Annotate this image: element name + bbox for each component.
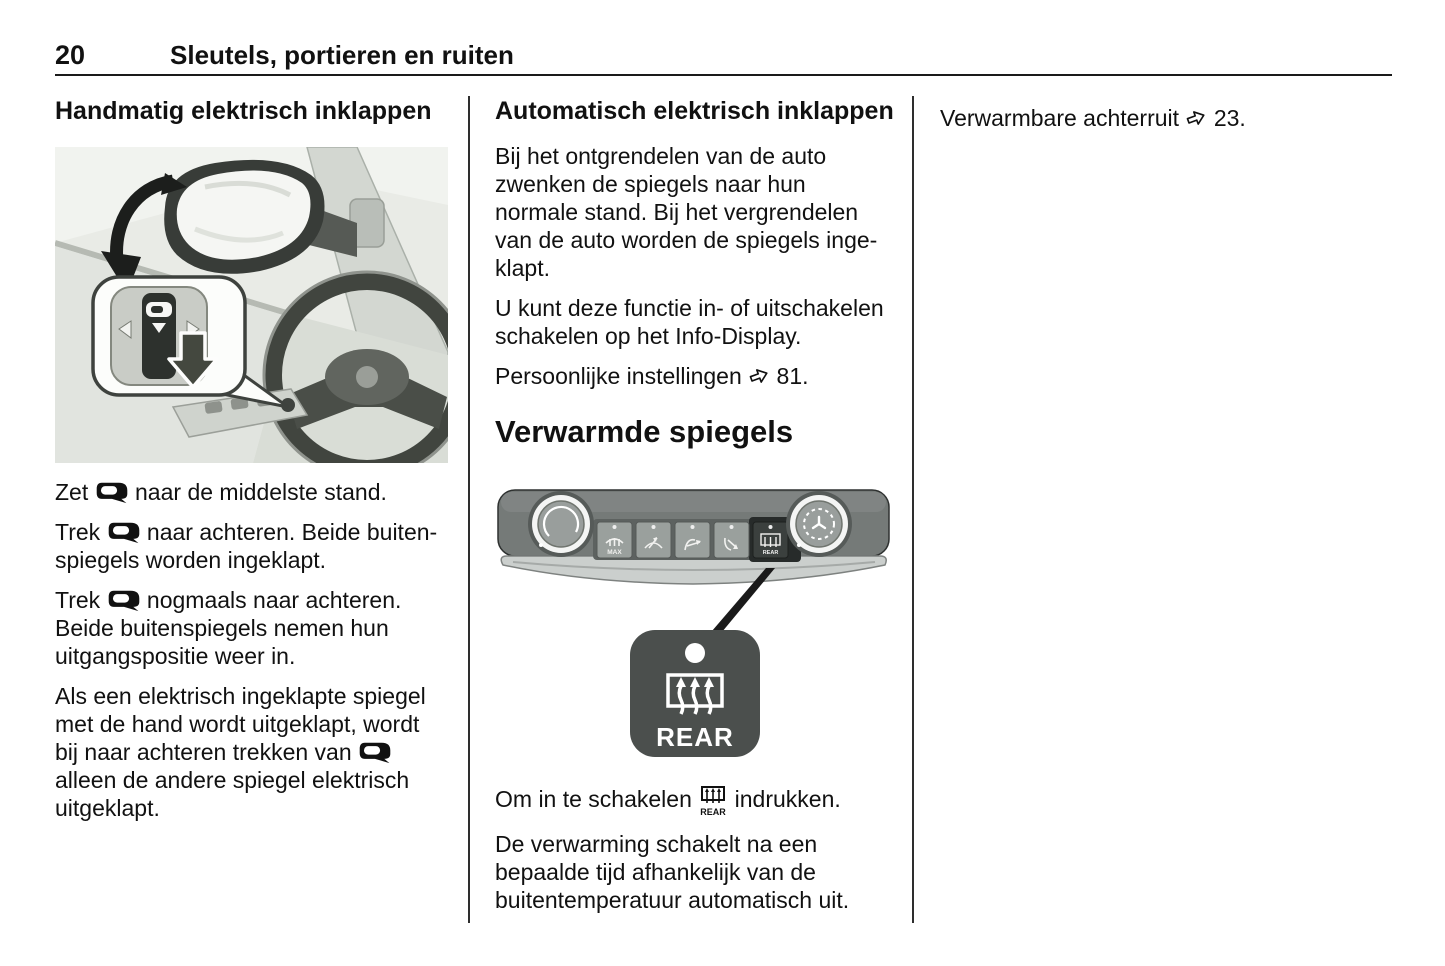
paragraph-pull-again: Trek nogmaals naar achteren. Beide buite…: [55, 586, 457, 670]
paragraph-set-middle: Zet naar de middelste stand.: [55, 478, 457, 506]
middle-column: Automatisch elektrisch inklappen Bij het…: [495, 96, 909, 914]
climate-panel-illustration: MAX: [497, 489, 890, 585]
text: Trek: [55, 519, 107, 545]
page-number: 20: [55, 40, 86, 70]
folding-mirror-icon: [359, 742, 391, 764]
rear-button-label: REAR: [763, 550, 779, 556]
page-reference: 81.: [770, 363, 809, 389]
heated-rear-window-icon: [760, 533, 781, 547]
fan-icon: [811, 515, 827, 530]
paragraph-switch-on: Om in te schakelen REAR indrukken.: [495, 784, 909, 818]
callout-pointer: [706, 568, 775, 638]
paragraph-auto-off: De verwarming schakelt na een bepaalde t…: [495, 830, 909, 914]
text: Trek: [55, 587, 107, 613]
left-column: Handmatig elektrisch inklappen: [55, 96, 457, 822]
text: naar de middelste stand.: [128, 479, 387, 505]
paragraph-heated-rear-window-ref: Verwarmbare achterruit 23.: [940, 104, 1410, 132]
folding-mirror-icon: [108, 522, 139, 544]
paragraph-personal-settings: Persoonlijke instellingen 81.: [495, 362, 909, 390]
text: Persoonlijke instellingen: [495, 363, 749, 389]
rear-defrost-button-callout: REAR: [630, 630, 760, 757]
windshield-vent-icon: [644, 537, 663, 549]
text: Bij het ontgrendelen van de auto zwenken…: [495, 143, 878, 281]
folding-mirror-icon: [108, 590, 139, 612]
max-defrost-icon: [605, 538, 624, 546]
text: alleen de andere spiegel elektrisch uitg…: [55, 767, 410, 821]
rear-callout-label: REAR: [656, 722, 734, 752]
max-label: MAX: [607, 549, 622, 556]
text: naar achteren. Beide buiten- spiegels wo…: [55, 519, 438, 573]
text: nogmaals naar achteren. Beide buitenspie…: [55, 587, 402, 669]
header-rule: [55, 74, 1392, 76]
text: U kunt deze functie in- of uitschakelen …: [495, 295, 884, 349]
foot-vent-icon: [724, 537, 738, 551]
right-column: Verwarmbare achterruit 23.: [940, 96, 1410, 132]
heated-rear-window-icon: [666, 673, 724, 715]
paragraph-auto-fold: Bij het ontgrendelen van de auto zwenken…: [495, 142, 909, 282]
rear-mini-label: REAR: [701, 807, 727, 817]
column-separator: [912, 96, 914, 923]
paragraph-info-display: U kunt deze functie in- of uitschakelen …: [495, 294, 909, 350]
heated-rear-window-icon: REAR: [701, 786, 727, 817]
mirror-fold-illustration: [55, 147, 448, 463]
paragraph-pull-back: Trek naar achteren. Beide buiten- spiege…: [55, 518, 457, 574]
text: indrukken.: [728, 786, 841, 812]
reference-arrow-icon: [749, 369, 768, 383]
text: Om in te schakelen: [495, 786, 699, 812]
section-heading-heated-mirrors: Verwarmde spiegels: [495, 414, 794, 449]
text: Zet: [55, 479, 95, 505]
text: Verwarmbare achterruit: [940, 105, 1186, 131]
folding-mirror-icon: [96, 482, 127, 504]
face-vent-icon: [684, 538, 701, 551]
section-heading-manual-fold: Handmatig elektrisch inklappen: [55, 97, 432, 125]
text: De verwarming schakelt na een bepaalde t…: [495, 831, 850, 913]
climate-panel-figure: MAX: [495, 486, 909, 762]
section-heading-auto-fold: Automatisch elektrisch inklappen: [495, 97, 894, 125]
column-separator: [468, 96, 470, 923]
page-reference: 23.: [1207, 105, 1246, 131]
button-led-dot: [685, 643, 705, 663]
page-header-title: Sleutels, portieren en ruiten: [170, 40, 514, 70]
paragraph-manual-unfold: Als een elektrisch ingeklapte spiegel me…: [55, 682, 457, 822]
text: Als een elektrisch ingeklapte spiegel me…: [55, 683, 426, 765]
reference-arrow-icon: [1187, 111, 1206, 125]
